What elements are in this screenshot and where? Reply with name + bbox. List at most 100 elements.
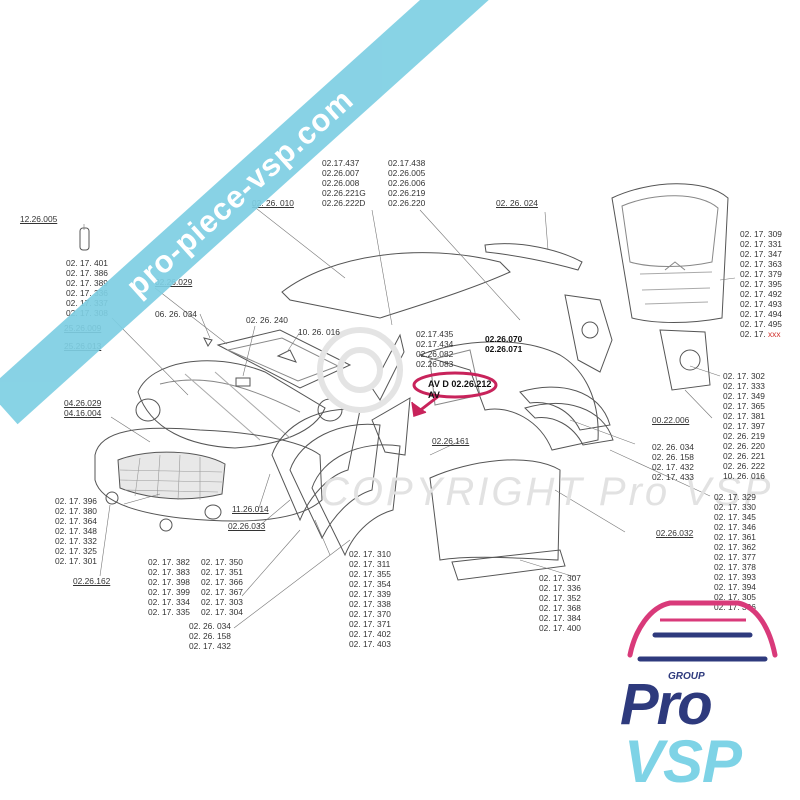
front-arch-3 <box>311 444 401 557</box>
part-number: 02. 17. 492 <box>740 289 782 299</box>
label-02-26-024: 02. 26. 024 <box>496 198 538 208</box>
a-pillar <box>371 333 405 401</box>
label-06-26-034: 06. 26. 034 <box>155 309 197 319</box>
part-number: 02. 17. 377 <box>714 552 756 562</box>
part-number: 02. 17. 338 <box>349 599 391 609</box>
part-number: 02.17.435 <box>416 329 454 339</box>
part-number: 02. 17. 371 <box>349 619 391 629</box>
part-number: 02. 17. 395 <box>740 279 782 289</box>
part-number: 02.26.071 <box>485 344 523 354</box>
part-number: 02. 17. 401 <box>66 258 108 268</box>
part-number: 02. 17. 382 <box>148 557 190 567</box>
part-number: 02. 17. 433 <box>652 472 694 482</box>
tailgate <box>611 183 729 323</box>
part-number: 02. 17. 397 <box>723 421 765 431</box>
part-number: 02. 17. 310 <box>349 549 391 559</box>
part-number: 02. 17. 334 <box>148 597 190 607</box>
part-number: 02. 17. 346 <box>714 522 756 532</box>
part-number: 02. 17. 364 <box>55 516 97 526</box>
part-number: 11.26.014 <box>232 504 269 514</box>
part-number: 02. 17. 494 <box>740 309 782 319</box>
part-number: 02. 17. 352 <box>539 593 581 603</box>
part-number: 02. 26. 219 <box>723 431 765 441</box>
part-number: 02.26.220 <box>388 198 426 208</box>
part-number: 02. 26. 222 <box>723 461 765 471</box>
part-number: 02. 17. 379 <box>740 269 782 279</box>
part-number: 02.26.222D <box>322 198 366 208</box>
rear-panel <box>659 329 711 391</box>
part-number: 12.26.005 <box>20 214 58 224</box>
part-number: 02. 17. 350 <box>201 557 243 567</box>
part-number: 02. 17. 361 <box>714 532 756 542</box>
rear-spoiler <box>484 243 583 271</box>
part-number: 02.26.070 <box>485 334 523 344</box>
part-number: 02.17.437 <box>322 158 360 168</box>
part-number: 02. 17. 432 <box>189 641 231 651</box>
part-number: 02. 26. 220 <box>723 441 765 451</box>
part-number: 00.22.006 <box>652 415 690 425</box>
part-number: 02. 17. 378 <box>714 562 756 572</box>
part-number: 02. 17. 363 <box>740 259 782 269</box>
part-number: 02. 17. 301 <box>55 556 97 566</box>
label-av: AV <box>428 390 440 400</box>
part-number: 02. 17. 332 <box>55 536 97 546</box>
part-number: 02. 17. 330 <box>714 502 756 512</box>
label-10-26-016: 10. 26. 016 <box>298 327 340 337</box>
part-number: 02. 17. 336 <box>539 583 581 593</box>
logo-car-icon <box>627 600 778 662</box>
part-number: 02. 17. 336 <box>66 288 108 298</box>
part-number: 02. 17. 306 <box>714 602 756 612</box>
part-number: 02. 17. 305 <box>714 592 756 602</box>
part-number: 02. 17. 394 <box>714 582 756 592</box>
part-number: 10. 26. 016 <box>298 327 340 337</box>
part-number: 02. 17. 362 <box>714 542 756 552</box>
part-number: 02.26.083 <box>416 359 454 369</box>
part-number: 02. 17. 365 <box>723 401 765 411</box>
front-arch-2 <box>289 423 381 540</box>
part-number: 02. 17. 329 <box>714 492 756 502</box>
part-number: 02. 17. 393 <box>714 572 756 582</box>
fog-lamp-left <box>105 491 119 505</box>
logo-vsp-text: VSP <box>624 728 742 795</box>
part-number: 02.26.082 <box>416 349 454 359</box>
rocker-sill <box>451 549 566 581</box>
part-number: 02. 17. 381 <box>723 411 765 421</box>
provsp-logo: GROUP Pro VSP <box>610 585 795 795</box>
label-02-26-161: 02.26.161 <box>432 436 469 446</box>
part-number: 02. 26. 010 <box>252 198 294 208</box>
part-number: 02.26.161 <box>432 436 470 446</box>
clip-12-26-005 <box>79 227 90 251</box>
part-number: 02. 26. 158 <box>189 631 231 641</box>
part-number: 02.17.434 <box>416 339 454 349</box>
label-12-26-005: 12.26.005 <box>20 214 57 224</box>
label-02-26-010: 02. 26. 010 <box>252 198 294 208</box>
grille <box>117 451 226 500</box>
highlight-ellipse <box>412 371 498 399</box>
part-number: 02. 17. 396 <box>55 496 97 506</box>
part-number: 02. 17. 355 <box>349 569 391 579</box>
part-number: 02. 17. 493 <box>740 299 782 309</box>
label-02-26-032: 02.26.032 <box>656 528 693 538</box>
rear-fender <box>418 341 599 451</box>
part-number: 02. 17. 311 <box>349 559 391 569</box>
part-number: 02.26.008 <box>322 178 360 188</box>
part-number: 02. 17. 383 <box>148 567 190 577</box>
part-number: 02. 17. 309 <box>740 229 782 239</box>
label-02-26-033: 02.26.033 <box>228 521 265 531</box>
part-number: 02. 17. 368 <box>539 603 581 613</box>
part-number: 02. 26. 240 <box>246 315 288 325</box>
part-number: 02. 17. 303 <box>201 597 243 607</box>
label-av-d: AV D 02.26.212 <box>428 379 492 389</box>
